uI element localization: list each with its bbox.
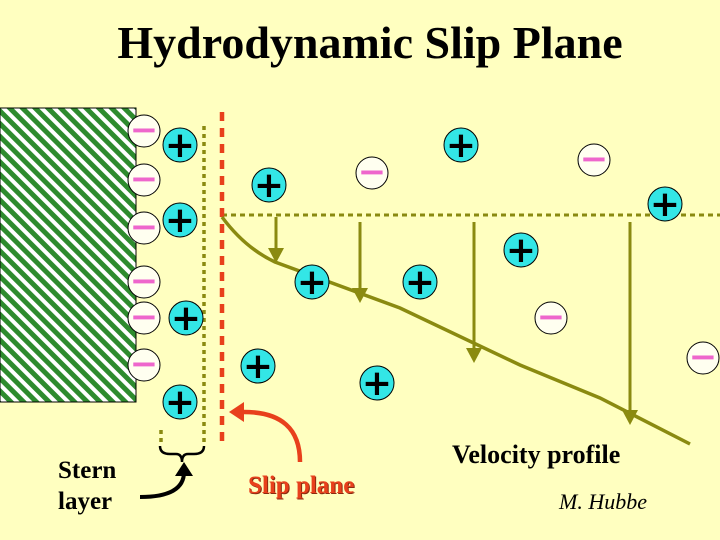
velocity-arrow [268,217,284,263]
cation-ion: + [162,200,198,241]
velocity-arrows [268,217,638,425]
minus-sign: − [130,159,159,199]
plus-sign: + [362,363,392,404]
minus-sign: − [130,297,159,337]
anion-ion: − [127,297,161,337]
cation-ion: + [402,262,438,303]
slip-plane-pointer-arrow [229,402,303,463]
plus-sign: + [165,382,195,423]
minus-sign: − [689,337,718,377]
page-title: Hydrodynamic Slip Plane [117,17,623,68]
cation-ion: + [647,184,683,225]
anion-ion: − [127,344,161,384]
cation-ion: + [162,125,198,166]
velocity-arrow [466,222,482,363]
plus-sign: + [446,125,476,166]
velocity-arrow [622,222,638,425]
minus-sign: − [537,297,566,337]
author-credit: M. Hubbe [559,489,647,514]
solid-surface [0,107,137,403]
minus-sign: − [130,261,159,301]
ions-group: ++++++++++++−−−−−−−−−− [127,110,720,423]
velocity-profile-curve [220,215,691,446]
anion-ion: − [127,159,161,199]
anion-ion: − [577,139,611,179]
velocity-arrow [352,222,368,303]
stern-layer-brace [158,445,206,463]
minus-sign: − [130,110,159,150]
stern-pointer-arrow [139,462,193,499]
stern-layer-label: Stern layer [58,455,116,517]
plus-sign: + [405,262,435,303]
plus-sign: + [165,200,195,241]
minus-sign: − [580,139,609,179]
minus-sign: − [130,344,159,384]
cation-ion: + [443,125,479,166]
velocity-profile-label: Velocity profile [452,440,621,469]
cation-ion: + [294,262,330,303]
anion-ion: − [127,207,161,247]
anion-ion: − [127,261,161,301]
slip-plane-label: Slip plane [248,472,355,499]
plus-sign: + [254,165,284,206]
plus-sign: + [506,230,536,271]
anion-ion: − [127,110,161,150]
anion-ion: − [686,337,720,377]
cation-ion: + [162,382,198,423]
anion-ion: − [534,297,568,337]
cation-ion: + [503,230,539,271]
plus-sign: + [165,125,195,166]
cation-ion: + [168,298,204,339]
plus-sign: + [171,298,201,339]
cation-ion: + [251,165,287,206]
plus-sign: + [650,184,680,225]
cation-ion: + [359,363,395,404]
cation-ion: + [240,346,276,387]
minus-sign: − [130,207,159,247]
plus-sign: + [297,262,327,303]
anion-ion: − [355,152,389,192]
minus-sign: − [358,152,387,192]
stern-label-line1: Stern [58,457,117,484]
stern-label-line2: layer [58,488,113,515]
plus-sign: + [243,346,273,387]
